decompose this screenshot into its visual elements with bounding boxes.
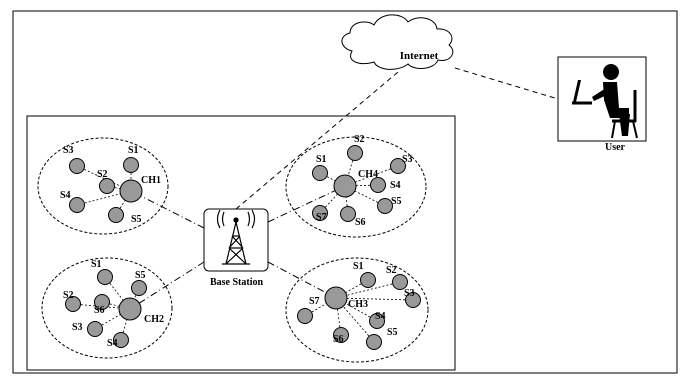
sensor-node [370, 177, 386, 193]
sensor-label: S1 [91, 259, 102, 270]
user-icon [572, 64, 638, 139]
cluster-boundary [285, 257, 429, 363]
sensor-node [366, 334, 382, 350]
cluster-head-label: CH4 [358, 169, 378, 180]
link-internet-user [454, 67, 559, 100]
sensor-node [97, 269, 113, 285]
sensor-label: S3 [63, 145, 74, 156]
sensor-node [99, 178, 115, 194]
cluster-boundary [37, 137, 169, 235]
sensor-label: S2 [386, 265, 397, 276]
cluster-head-label: CH3 [348, 299, 368, 310]
sensor-node [312, 205, 328, 221]
sensor-label: S5 [131, 214, 142, 225]
sensor-node [94, 294, 110, 310]
cluster-boundary [41, 257, 173, 359]
sensor-node [392, 274, 408, 290]
sensor-node [69, 197, 85, 213]
sensor-label: S6 [94, 305, 105, 316]
sensor-label: S2 [354, 134, 365, 145]
sensor-node [87, 321, 103, 337]
cluster-head-label: CH1 [141, 175, 161, 186]
sensor-field-frame [26, 115, 456, 371]
sensor-label: S1 [353, 261, 364, 272]
sensor-node [333, 327, 349, 343]
sensor-label: S4 [60, 190, 71, 201]
sensor-node [377, 198, 393, 214]
backbone-links [129, 67, 559, 310]
sensor-node [405, 292, 421, 308]
sensor-link [344, 165, 399, 187]
user-box: User [557, 56, 647, 153]
link-bs-ch1 [130, 190, 205, 229]
sensor-label: S1 [316, 154, 327, 165]
sensor-node [113, 332, 129, 348]
sensor-label: S2 [97, 169, 108, 180]
user-label: User [605, 142, 626, 153]
antenna-tower-icon [216, 209, 256, 265]
cluster-head-label: CH2 [144, 314, 164, 325]
internet-cloud: Internet [341, 14, 454, 70]
cluster-head-node [119, 179, 143, 203]
sensor-node [390, 158, 406, 174]
cluster-head-node [324, 286, 348, 310]
sensor-link [335, 297, 414, 301]
cluster-head-node [118, 297, 142, 321]
sensor-label: S3 [72, 322, 83, 333]
sensor-node [108, 207, 124, 223]
link-bs-ch3 [267, 261, 337, 299]
base-station-label: Base Station [210, 277, 264, 288]
cluster-boundary [285, 136, 427, 238]
sensor-label: S3 [402, 154, 413, 165]
sensor-label: S4 [375, 311, 386, 322]
outer-frame [12, 10, 678, 374]
sensor-label: S4 [107, 338, 118, 349]
sensor-node [131, 280, 147, 296]
sensor-label: S3 [404, 288, 415, 299]
internet-label: Internet [400, 50, 439, 62]
sensor-label: S7 [316, 212, 327, 223]
sensor-node [347, 145, 363, 161]
sensor-label: S5 [391, 196, 402, 207]
sensor-node [369, 313, 385, 329]
sensor-link [76, 190, 132, 206]
cluster-head-node [333, 174, 357, 198]
sensor-node [312, 165, 328, 181]
sensor-label: S5 [387, 327, 398, 338]
sensor-label: S6 [355, 217, 366, 228]
base-station: Base Station [203, 208, 269, 288]
sensor-node [123, 157, 139, 173]
sensor-node [69, 158, 85, 174]
sensor-node [297, 308, 313, 324]
sensor-label: S4 [390, 180, 401, 191]
sensor-label: S2 [63, 290, 74, 301]
sensor-label: S5 [135, 270, 146, 281]
link-bs-ch4 [267, 185, 346, 223]
sensor-node [65, 296, 81, 312]
link-bs-ch2 [129, 261, 205, 310]
sensor-node [360, 272, 376, 288]
sensor-link [335, 281, 401, 299]
sensor-label: S1 [128, 145, 139, 156]
sensor-node [340, 206, 356, 222]
sensor-label: S6 [333, 334, 344, 345]
sensor-label: S7 [309, 296, 320, 307]
